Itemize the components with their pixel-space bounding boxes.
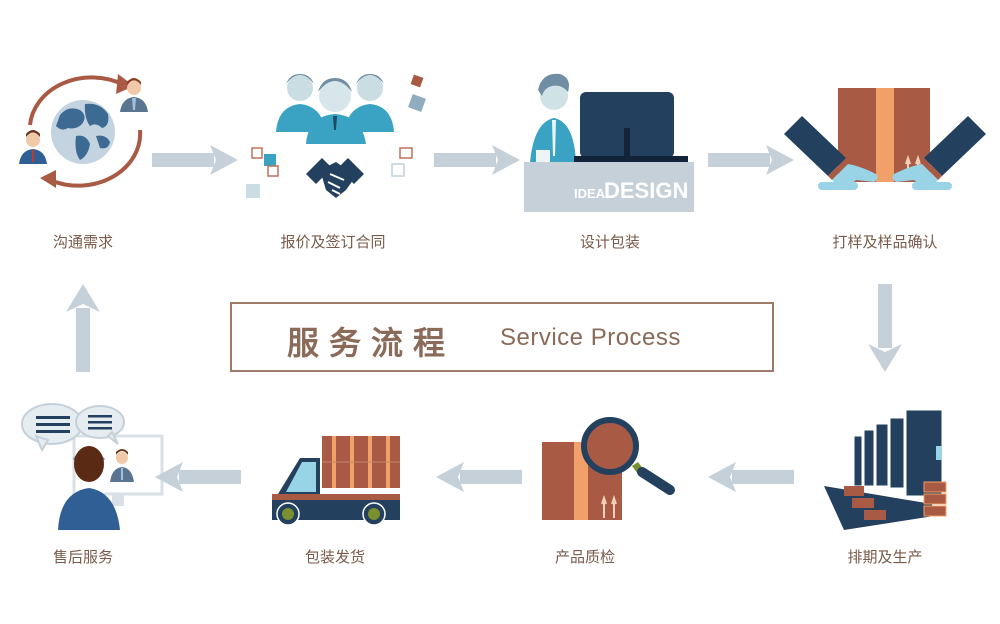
step-label-quote-contract: 报价及签订合同: [280, 233, 386, 251]
service-process-title: 服务流程 Service Process: [230, 302, 774, 372]
designer-desk-icon: IDEA DESIGN: [524, 73, 694, 212]
desk-text-design: DESIGN: [604, 178, 688, 203]
step-label-pack-ship: 包装发货: [304, 548, 365, 566]
delivery-truck-icon: [272, 436, 400, 526]
globe-communication-icon: [19, 74, 148, 188]
title-chinese: 服务流程: [287, 324, 456, 362]
handshake-team-icon: [246, 74, 426, 198]
arrow-right-icon: [708, 145, 794, 175]
arrow-up-icon: [66, 284, 100, 372]
step-label-quality-inspection: 产品质检: [554, 548, 615, 566]
box-magnifier-icon: [542, 417, 675, 520]
step-label-design-packaging: 设计包装: [579, 233, 640, 251]
step-label-schedule-production: 排期及生产: [847, 548, 923, 566]
arrow-left-icon: [436, 462, 522, 492]
arrow-down-icon: [868, 284, 902, 372]
customer-support-icon: [21, 403, 164, 530]
step-label-communicate: 沟通需求: [52, 233, 113, 251]
hands-holding-box-icon: [784, 88, 986, 190]
production-line-icon: [824, 409, 947, 530]
arrow-right-icon: [434, 145, 520, 175]
step-label-after-sales: 售后服务: [52, 548, 113, 566]
arrow-left-icon: [708, 462, 794, 492]
desk-text-idea: IDEA: [574, 186, 606, 201]
step-label-sample-confirm: 打样及样品确认: [832, 233, 938, 251]
title-english: Service Process: [500, 324, 681, 351]
arrow-right-icon: [152, 145, 238, 175]
arrow-left-icon: [155, 462, 241, 492]
